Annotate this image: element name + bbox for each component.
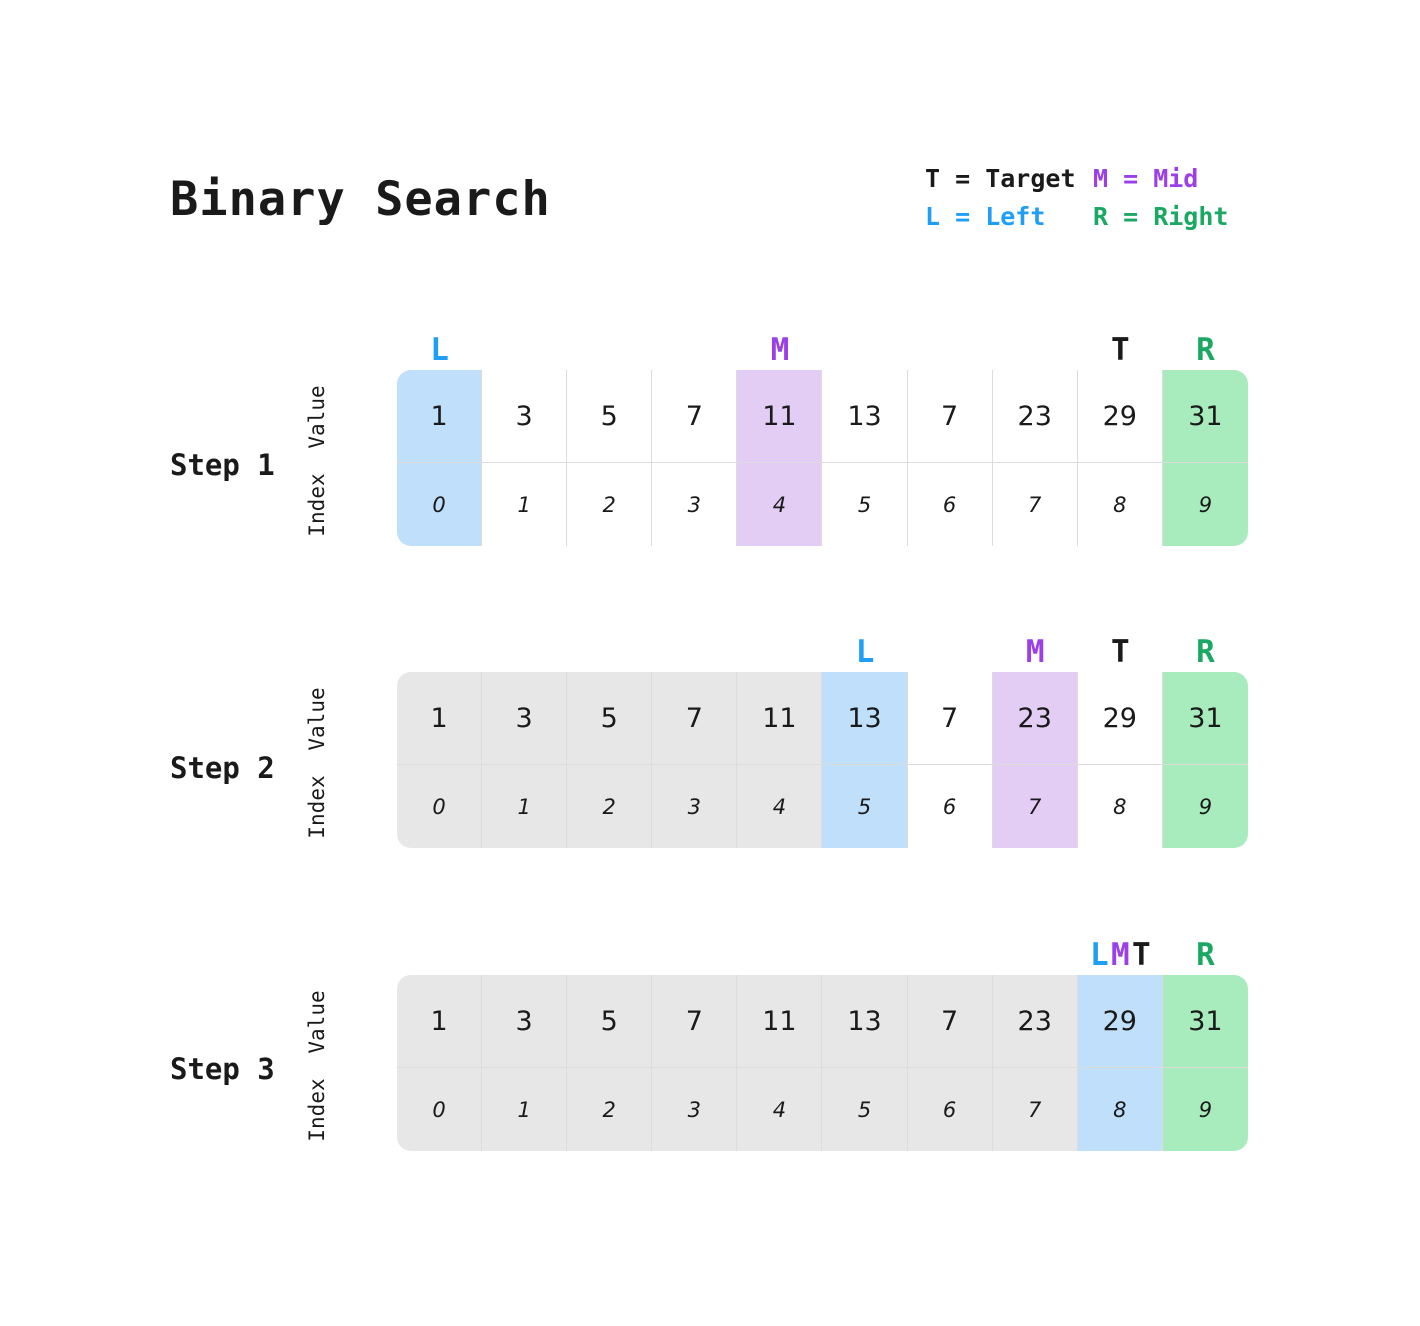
value-cell[interactable]: 5 <box>567 370 653 463</box>
row-caption-index: Index <box>305 774 329 839</box>
index-cell[interactable]: 1 <box>482 765 568 848</box>
marker-m: M <box>770 332 790 368</box>
legend-row-1: T = Target M = Mid <box>925 164 1255 202</box>
index-cell[interactable]: 0 <box>397 463 483 546</box>
value-cell[interactable]: 13 <box>822 370 908 463</box>
index-cell[interactable]: 4 <box>737 1068 823 1151</box>
index-cell[interactable]: 6 <box>907 765 993 848</box>
marker-r: R <box>1196 634 1215 670</box>
marker-l: L <box>1090 937 1109 973</box>
index-cell[interactable]: 3 <box>652 463 738 546</box>
value-cell[interactable]: 23 <box>992 672 1078 765</box>
marker-t: T <box>1111 634 1130 670</box>
index-cell[interactable]: 3 <box>652 1068 738 1151</box>
index-cell[interactable]: 0 <box>397 765 483 848</box>
value-cell[interactable]: 1 <box>397 975 483 1068</box>
index-cell[interactable]: 2 <box>567 765 653 848</box>
value-cell[interactable]: 11 <box>737 975 823 1068</box>
index-cell[interactable]: 1 <box>482 1068 568 1151</box>
value-cell[interactable]: 31 <box>1162 672 1248 765</box>
value-cell[interactable]: 29 <box>1077 370 1163 463</box>
value-cell[interactable]: 11 <box>737 370 823 463</box>
index-cell[interactable]: 4 <box>737 765 823 848</box>
index-cell[interactable]: 8 <box>1077 765 1163 848</box>
index-cell[interactable]: 5 <box>822 463 908 546</box>
page-title: Binary Search <box>170 172 551 227</box>
index-cell[interactable]: 9 <box>1162 1068 1248 1151</box>
index-cell[interactable]: 5 <box>822 1068 908 1151</box>
value-cell[interactable]: 13 <box>822 975 908 1068</box>
marker-r: R <box>1196 937 1215 973</box>
value-cell[interactable]: 31 <box>1162 975 1248 1068</box>
value-cell[interactable]: 31 <box>1162 370 1248 463</box>
index-cell[interactable]: 7 <box>992 1068 1078 1151</box>
marker-r: R <box>1196 332 1215 368</box>
value-cell[interactable]: 7 <box>652 672 738 765</box>
index-cell[interactable]: 6 <box>907 1068 993 1151</box>
value-cell[interactable]: 1 <box>397 370 483 463</box>
legend-target: T = Target <box>925 164 1076 193</box>
step-label: Step 1 <box>170 448 275 482</box>
value-cell[interactable]: 1 <box>397 672 483 765</box>
row-caption-index: Index <box>305 1077 329 1142</box>
legend-row-2: L = Left R = Right <box>925 202 1255 240</box>
value-cell[interactable]: 7 <box>652 975 738 1068</box>
marker-l: L <box>430 332 449 368</box>
index-cell[interactable]: 6 <box>907 463 993 546</box>
index-cell[interactable]: 3 <box>652 765 738 848</box>
index-cell[interactable]: 8 <box>1077 1068 1163 1151</box>
value-cell[interactable]: 29 <box>1077 672 1163 765</box>
marker-l: L <box>855 634 875 670</box>
value-cell[interactable]: 7 <box>907 370 993 463</box>
index-cell[interactable]: 2 <box>567 463 653 546</box>
value-cell[interactable]: 3 <box>482 975 568 1068</box>
marker-t: T <box>1132 937 1151 973</box>
index-cell[interactable]: 2 <box>567 1068 653 1151</box>
legend: T = Target M = Mid L = Left R = Right <box>925 164 1255 240</box>
marker-m: M <box>1025 634 1045 670</box>
row-caption-index: Index <box>305 472 329 537</box>
value-cell[interactable]: 5 <box>567 672 653 765</box>
value-cell[interactable]: 29 <box>1077 975 1163 1068</box>
value-cell[interactable]: 7 <box>907 672 993 765</box>
legend-mid: M = Mid <box>1093 164 1199 193</box>
step-label: Step 3 <box>170 1052 275 1086</box>
value-cell[interactable]: 23 <box>992 975 1078 1068</box>
value-cell[interactable]: 3 <box>482 672 568 765</box>
index-cell[interactable]: 7 <box>992 463 1078 546</box>
index-cell[interactable]: 1 <box>482 463 568 546</box>
value-cell[interactable]: 11 <box>737 672 823 765</box>
step-label: Step 2 <box>170 751 275 785</box>
index-cell[interactable]: 5 <box>822 765 908 848</box>
index-cell[interactable]: 9 <box>1162 463 1248 546</box>
value-cell[interactable]: 7 <box>652 370 738 463</box>
value-cell[interactable]: 7 <box>907 975 993 1068</box>
value-cell[interactable]: 13 <box>822 672 908 765</box>
index-cell[interactable]: 4 <box>737 463 823 546</box>
index-cell[interactable]: 0 <box>397 1068 483 1151</box>
index-cell[interactable]: 7 <box>992 765 1078 848</box>
marker-t: T <box>1111 332 1130 368</box>
index-cell[interactable]: 8 <box>1077 463 1163 546</box>
value-cell[interactable]: 23 <box>992 370 1078 463</box>
index-cell[interactable]: 9 <box>1162 765 1248 848</box>
marker-m: M <box>1111 937 1130 973</box>
legend-left: L = Left <box>925 202 1046 231</box>
legend-right: R = Right <box>1093 202 1229 231</box>
value-cell[interactable]: 3 <box>482 370 568 463</box>
value-cell[interactable]: 5 <box>567 975 653 1068</box>
